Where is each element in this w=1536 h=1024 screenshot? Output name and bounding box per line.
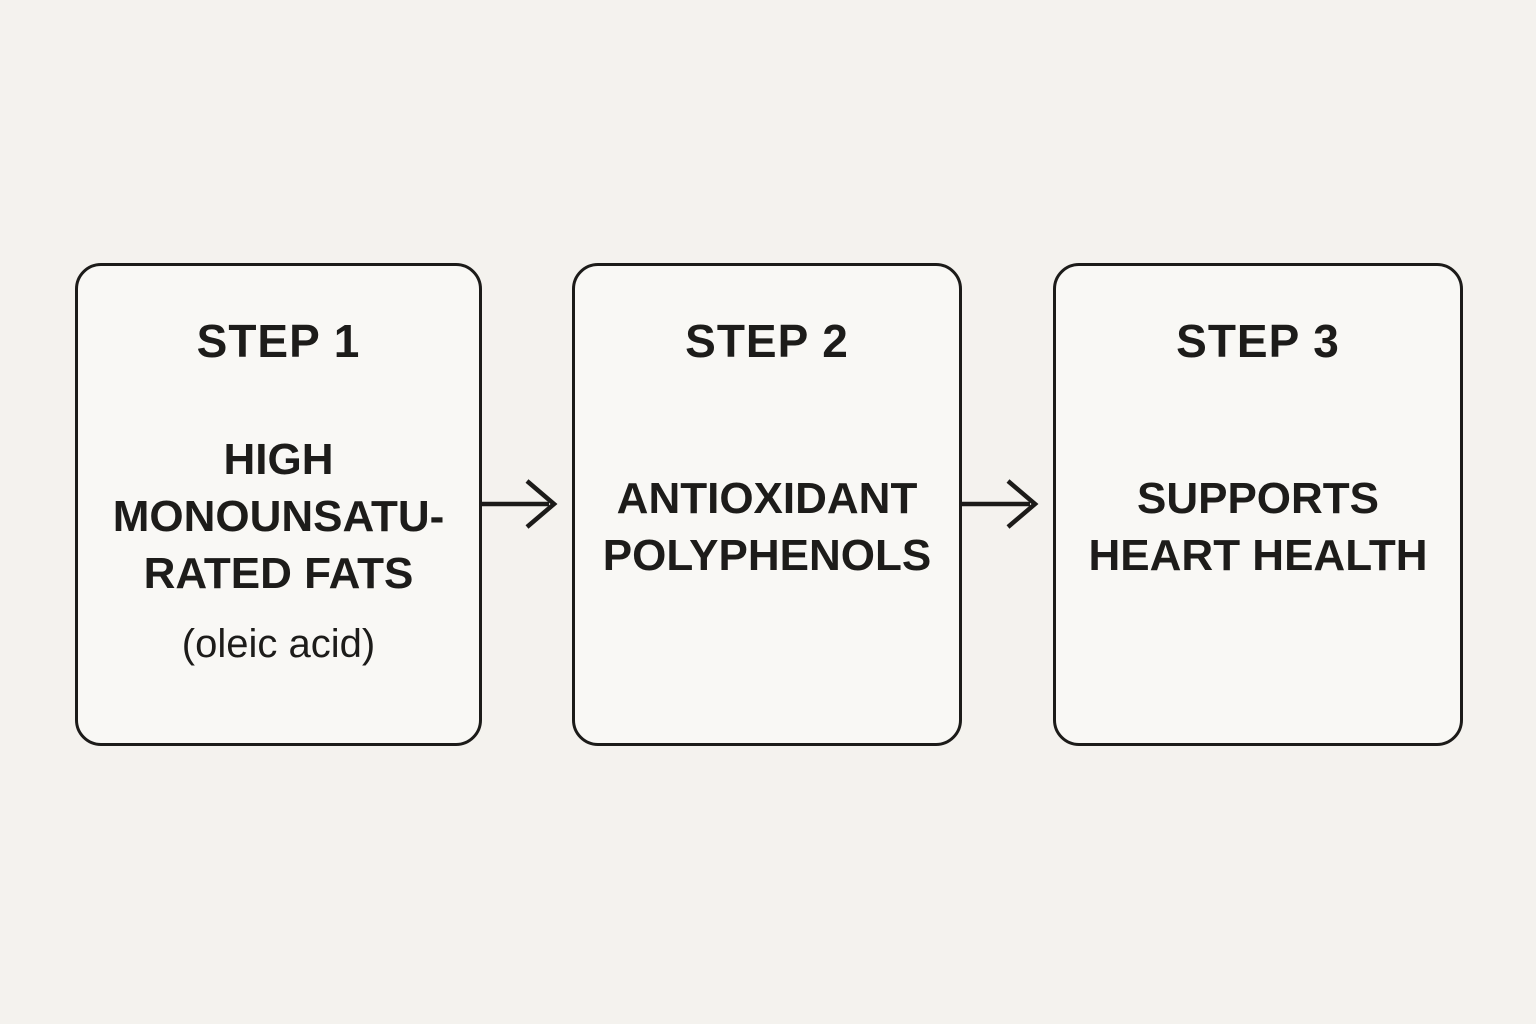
step-1-heading: STEP 1 — [196, 315, 361, 367]
step-box-2: STEP 2 ANTIOXIDANT POLYPHENOLS — [572, 263, 962, 746]
arrow-right-icon — [962, 473, 1040, 540]
step-3-line-2: HEART HEALTH — [1088, 531, 1428, 580]
step-3-body: SUPPORTS HEART HEALTH — [1056, 470, 1460, 584]
arrow-right-icon — [481, 473, 559, 540]
step-box-1: STEP 1 HIGH MONOUNSATU- RATED FATS (olei… — [75, 263, 482, 746]
step-box-3: STEP 3 SUPPORTS HEART HEALTH — [1053, 263, 1463, 746]
step-2-body: ANTIOXIDANT POLYPHENOLS — [575, 470, 959, 584]
step-1-line-1: HIGH — [223, 435, 334, 484]
step-3-heading: STEP 3 — [1176, 315, 1340, 367]
step-1-line-2: MONOUNSATU- — [112, 492, 445, 541]
step-3-line-1: SUPPORTS — [1136, 474, 1380, 523]
step-1-subtitle: (oleic acid) — [181, 622, 376, 666]
step-2-line-1: ANTIOXIDANT — [616, 474, 918, 523]
step-1-line-3: RATED FATS — [143, 549, 414, 598]
step-2-line-2: POLYPHENOLS — [602, 531, 932, 580]
step-2-heading: STEP 2 — [685, 315, 849, 367]
step-1-body: HIGH MONOUNSATU- RATED FATS — [78, 431, 479, 602]
